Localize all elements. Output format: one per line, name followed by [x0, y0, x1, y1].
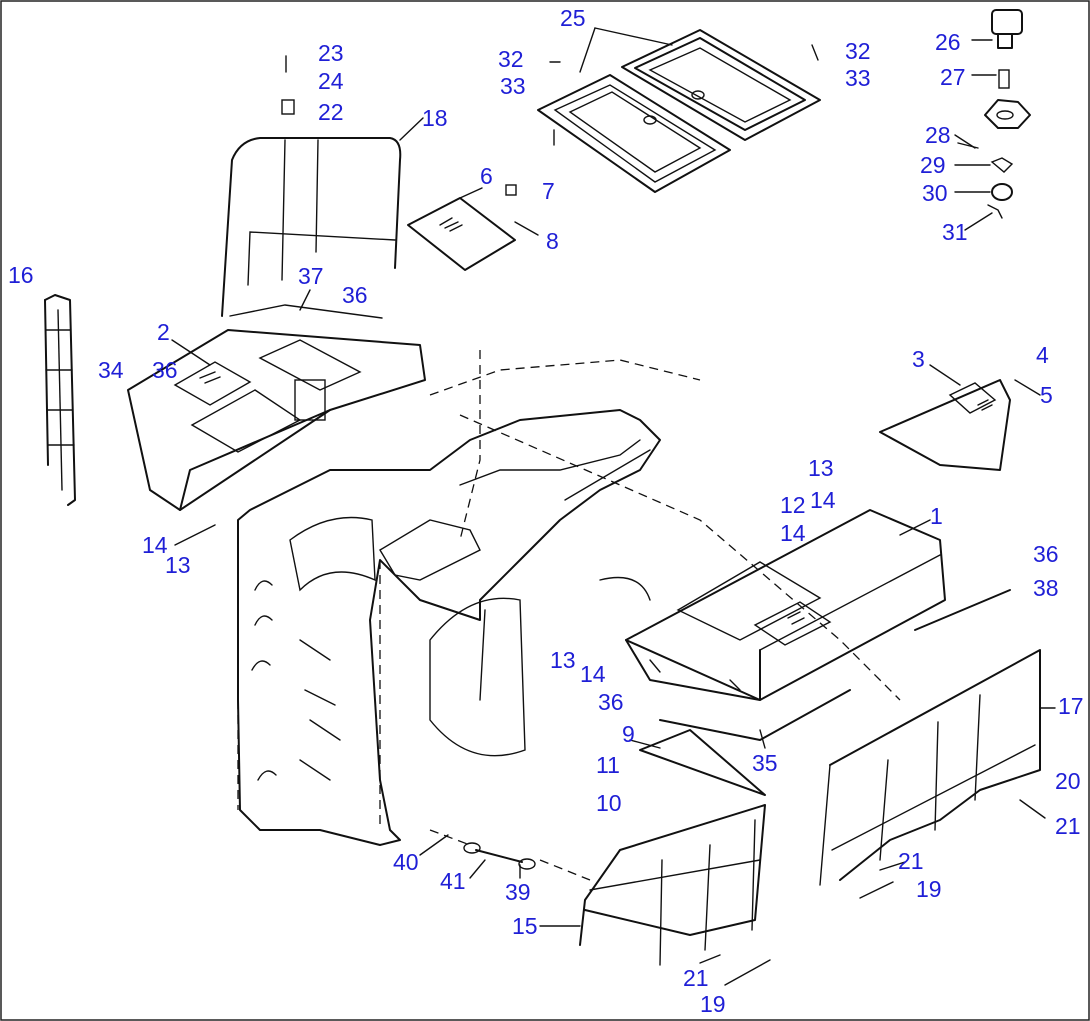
callout-14-upper: 14 — [810, 487, 836, 513]
floor-covers-25 — [537, 29, 821, 193]
callout-36-center: 36 — [598, 689, 624, 715]
callout-15: 15 — [512, 913, 538, 939]
callout-21-right: 21 — [1055, 813, 1081, 839]
callout-32-left: 32 — [498, 46, 524, 72]
callout-21-mid: 21 — [898, 848, 924, 874]
callout-36-right: 36 — [1033, 541, 1059, 567]
callout-26: 26 — [935, 29, 961, 55]
ladder-16 — [44, 294, 76, 506]
plate-6 — [407, 184, 517, 271]
callout-19-right: 19 — [916, 876, 942, 902]
callout-18: 18 — [422, 105, 448, 131]
callout-23: 23 — [318, 40, 344, 66]
leader-lines — [171, 27, 1056, 986]
handrail-17 — [819, 649, 1041, 886]
callout-41: 41 — [440, 868, 466, 894]
callout-34: 34 — [98, 357, 124, 383]
callout-13-center: 13 — [550, 647, 576, 673]
callout-16: 16 — [8, 262, 34, 288]
right-deck-1 — [625, 509, 946, 701]
callout-22: 22 — [318, 99, 344, 125]
callout-31: 31 — [942, 219, 968, 245]
callout-36-top: 36 — [342, 282, 368, 308]
callout-25: 25 — [560, 5, 586, 31]
callout-17: 17 — [1058, 693, 1084, 719]
callout-11: 11 — [596, 752, 620, 778]
callout-27: 27 — [940, 64, 966, 90]
callout-3: 3 — [912, 346, 925, 372]
handrail-18 — [221, 55, 402, 317]
callout-9: 9 — [622, 721, 635, 747]
callout-37: 37 — [298, 263, 324, 289]
callout-13-left: 13 — [165, 552, 191, 578]
callout-28: 28 — [925, 122, 951, 148]
callout-29: 29 — [920, 152, 946, 178]
callout-39: 39 — [505, 879, 531, 905]
bars-35-38 — [659, 589, 1011, 741]
callout-13-upper: 13 — [808, 455, 834, 481]
callout-32-right: 32 — [845, 38, 871, 64]
plate-9 — [639, 729, 766, 796]
callout-21-bottom: 21 — [683, 965, 709, 991]
callout-20: 20 — [1055, 768, 1081, 794]
callout-40: 40 — [393, 849, 419, 875]
callout-33-left: 33 — [500, 73, 526, 99]
link-41 — [429, 829, 591, 881]
callout-6: 6 — [480, 163, 493, 189]
callout-7: 7 — [542, 178, 555, 204]
callout-36-left: 36 — [152, 357, 178, 383]
step-assembly-26-31 — [957, 9, 1031, 219]
callout-1: 1 — [930, 503, 943, 529]
callout-2: 2 — [157, 319, 170, 345]
callout-35: 35 — [752, 750, 778, 776]
callout-19-bottom: 19 — [700, 991, 726, 1017]
callout-labels: 25 32 33 32 33 26 27 28 29 30 31 23 24 2… — [8, 5, 1084, 1017]
left-deck-2 — [127, 304, 426, 511]
callout-30: 30 — [922, 180, 948, 206]
callout-4: 4 — [1036, 342, 1049, 368]
callout-33-right: 33 — [845, 65, 871, 91]
callout-14-mid: 14 — [780, 520, 806, 546]
callout-5: 5 — [1040, 382, 1053, 408]
callout-14-center: 14 — [580, 661, 606, 687]
callout-38: 38 — [1033, 575, 1059, 601]
callout-24: 24 — [318, 68, 344, 94]
callout-12: 12 — [780, 492, 806, 518]
handrail-15 — [579, 804, 766, 966]
callout-10: 10 — [596, 790, 622, 816]
plate-3 — [879, 379, 1011, 471]
callout-14-left: 14 — [142, 532, 168, 558]
callout-8: 8 — [546, 228, 559, 254]
main-frame — [237, 350, 901, 846]
